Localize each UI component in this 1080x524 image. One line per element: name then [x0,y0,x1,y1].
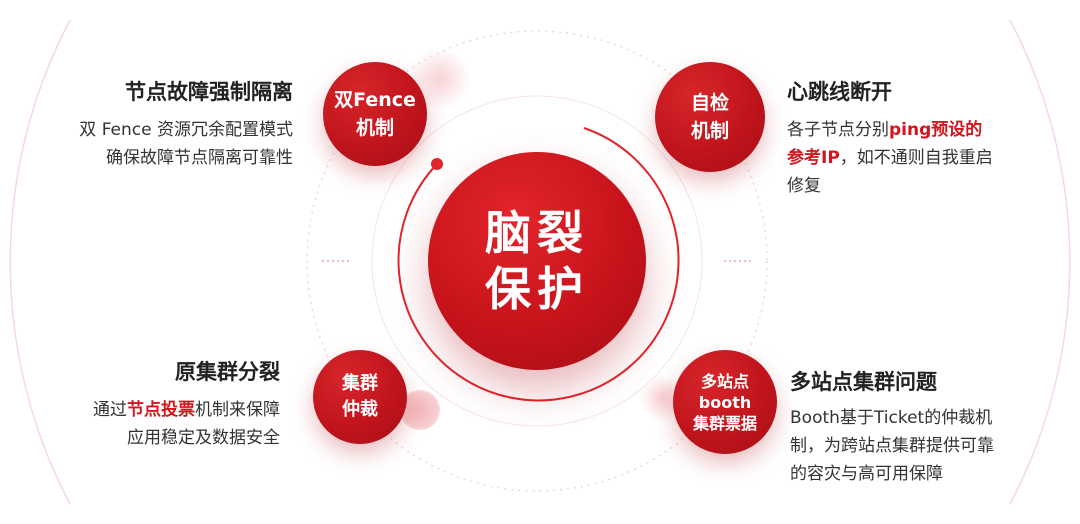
desc-line: 双 Fence 资源冗余配置模式 [79,120,293,140]
center-circle: 脑裂 保护 [428,152,646,370]
desc-line: 参考IP，如不通则自我重启 [787,144,993,172]
desc-line: 修复 [787,176,821,196]
desc-text: 通过 [93,400,127,420]
node-label: 双Fence [334,89,416,111]
desc-text: 各子节点分别 [787,120,889,140]
desc-line: 制，为跨站点集群提供可靠 [790,436,994,456]
desc-line: 通过节点投票机制来保障 [93,396,280,424]
center-label-line1: 脑裂 [485,206,589,260]
feature-title-heartbeat: 心跳线断开 [787,80,892,104]
center-label-line2: 保护 [485,262,589,316]
desc-line: 的容灾与高可用保障 [790,464,943,484]
desc-text: ，如不通则自我重启 [839,148,993,168]
desc-highlight: 节点投票 [127,400,195,420]
node-label: 机制 [355,117,394,139]
feature-desc-split: 通过节点投票机制来保障 应用稳定及数据安全 [93,396,280,452]
desc-line: 确保故障节点隔离可靠性 [106,148,293,168]
node-booth-ticket: 多站点 booth 集群票据 [673,350,777,454]
feature-title-fence: 节点故障强制隔离 [125,80,293,104]
node-label: 多站点 [700,371,749,391]
node-label: 仲裁 [342,399,378,420]
desc-line: Booth基于Ticket的仲裁机 [790,408,993,428]
node-label: 机制 [690,120,729,142]
node-label: 集群 [342,373,378,394]
node-dual-fence: 双Fence 机制 [323,62,427,166]
feature-title-multisite: 多站点集群问题 [790,370,937,394]
desc-line: 各子节点分别ping预设的 [787,116,993,144]
desc-highlight: 参考IP [787,148,840,168]
desc-highlight: ping预设的 [889,120,983,140]
node-label: 集群票据 [692,413,757,433]
desc-line: 应用稳定及数据安全 [127,428,280,448]
feature-title-split: 原集群分裂 [175,360,280,384]
node-self-check: 自检 机制 [655,62,765,172]
node-label: 自检 [690,92,729,114]
feature-desc-multisite: Booth基于Ticket的仲裁机 制，为跨站点集群提供可靠 的容灾与高可用保障 [790,404,994,488]
feature-desc-fence: 双 Fence 资源冗余配置模式 确保故障节点隔离可靠性 [79,116,293,172]
feature-desc-heartbeat: 各子节点分别ping预设的 参考IP，如不通则自我重启 修复 [787,116,993,200]
node-label: booth [698,392,752,412]
desc-text: 机制来保障 [195,400,280,420]
node-quorum: 集群 仲裁 [313,350,407,444]
